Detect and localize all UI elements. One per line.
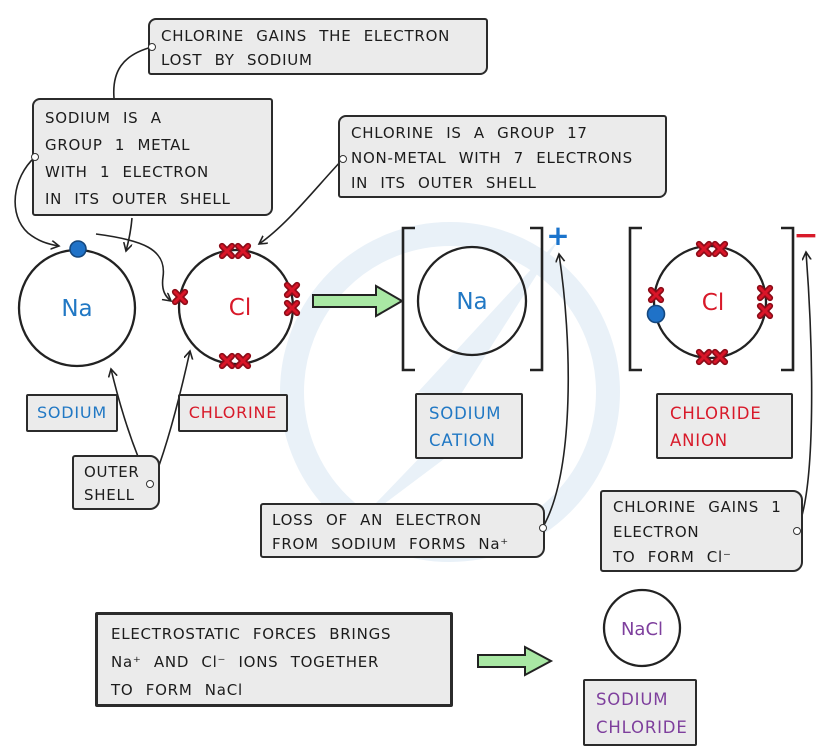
callout-line: NON-METAL WITH 7 ELECTRONS	[351, 149, 633, 167]
bracket-right	[781, 226, 795, 372]
minus-charge: −	[793, 218, 818, 253]
callout-hole-icon	[146, 480, 154, 488]
callout-line: FROM SODIUM FORMS Na⁺	[272, 535, 509, 553]
gained-electron-dot-icon	[646, 304, 666, 324]
callout-line: ELECTROSTATIC FORCES BRINGS	[111, 625, 392, 643]
leader-sodium-info-arrow	[14, 156, 59, 246]
label-line: SODIUM	[596, 690, 669, 709]
label-sodium: SODIUM	[26, 394, 118, 432]
label-line: CHLORIDE	[596, 718, 688, 737]
chlorine-atom: Cl	[175, 246, 297, 366]
label-chloride-anion: CHLORIDE ANION	[656, 393, 793, 459]
callout-line: IN ITS OUTER SHELL	[45, 190, 231, 208]
sodium-atom: Na	[17, 240, 137, 368]
reaction-arrow-icon	[312, 284, 405, 318]
nacl-molecule: NaCl	[602, 588, 682, 668]
plus-charge: +	[546, 219, 569, 252]
callout-line: SHELL	[84, 486, 135, 504]
callout-hole-icon	[793, 527, 801, 535]
sodium-cation: Na +	[401, 219, 570, 372]
callout-line: WITH 1 ELECTRON	[45, 163, 209, 181]
sodium-cation-symbol: Na	[456, 289, 487, 315]
chlorine-symbol: Cl	[229, 295, 251, 321]
callout-chlorine-group17: CHLORINE IS A GROUP 17 NON-METAL WITH 7 …	[338, 115, 667, 198]
callout-line: TO FORM Cl⁻	[613, 548, 732, 566]
callout-electrostatic-forces: ELECTROSTATIC FORCES BRINGS Na⁺ AND Cl⁻ …	[95, 612, 453, 707]
callout-line: TO FORM NaCl	[111, 681, 243, 699]
bracket-left	[401, 226, 415, 372]
label-line: CHLORIDE	[670, 404, 762, 423]
label-line: SODIUM	[429, 404, 502, 423]
leader-gain-to-minus-arrow	[796, 252, 813, 531]
electron-transfer-arrow	[95, 233, 171, 301]
callout-line: LOSS OF AN ELECTRON	[272, 511, 482, 529]
leader-loss-to-plus-arrow	[542, 254, 570, 528]
leader-lines	[14, 46, 813, 531]
callout-line: LOST BY SODIUM	[161, 51, 313, 69]
reaction-arrow-icon	[477, 645, 554, 677]
leader-chlorine-info-arrow	[259, 158, 344, 244]
callout-line: CHLORINE GAINS 1	[613, 498, 782, 516]
callout-line: CHLORINE IS A GROUP 17	[351, 124, 588, 142]
callout-chlorine-gains-electron: CHLORINE GAINS THE ELECTRON LOST BY SODI…	[148, 18, 488, 75]
callout-line: CHLORINE GAINS THE ELECTRON	[161, 27, 451, 45]
bracket-left	[628, 226, 642, 372]
electron-dot-icon	[69, 240, 87, 258]
bracket-right	[530, 226, 544, 372]
callout-sodium-group1: SODIUM IS A GROUP 1 METAL WITH 1 ELECTRO…	[32, 98, 273, 216]
label-line: CATION	[429, 431, 496, 450]
callout-loss-of-electron: LOSS OF AN ELECTRON FROM SODIUM FORMS Na…	[260, 503, 545, 558]
callout-hole-icon	[339, 155, 347, 163]
callout-outer-shell: OUTER SHELL	[72, 455, 160, 510]
label-line: ANION	[670, 431, 728, 450]
label-sodium-cation: SODIUM CATION	[415, 393, 523, 459]
callout-line: OUTER	[84, 463, 140, 481]
leader-top-callout	[112, 46, 153, 99]
label-chlorine: CHLORINE	[178, 394, 288, 432]
callout-line: SODIUM IS A	[45, 109, 162, 127]
sodium-symbol: Na	[61, 296, 92, 322]
callout-hole-icon	[148, 43, 156, 51]
callout-line: Na⁺ AND Cl⁻ IONS TOGETHER	[111, 653, 380, 671]
callout-line: ELECTRON	[613, 523, 700, 541]
callout-line: GROUP 1 METAL	[45, 136, 191, 154]
label-sodium-chloride: SODIUM CHLORIDE	[583, 679, 697, 746]
callout-line: IN ITS OUTER SHELL	[351, 174, 537, 192]
chloride-anion: Cl −	[628, 218, 819, 372]
callout-hole-icon	[539, 524, 547, 532]
callout-chlorine-gains-1: CHLORINE GAINS 1 ELECTRON TO FORM Cl⁻	[600, 490, 803, 572]
chloride-symbol: Cl	[702, 290, 724, 316]
nacl-symbol: NaCl	[621, 619, 663, 640]
leader-top-callout-arrow	[126, 217, 133, 251]
callout-hole-icon	[31, 153, 39, 161]
